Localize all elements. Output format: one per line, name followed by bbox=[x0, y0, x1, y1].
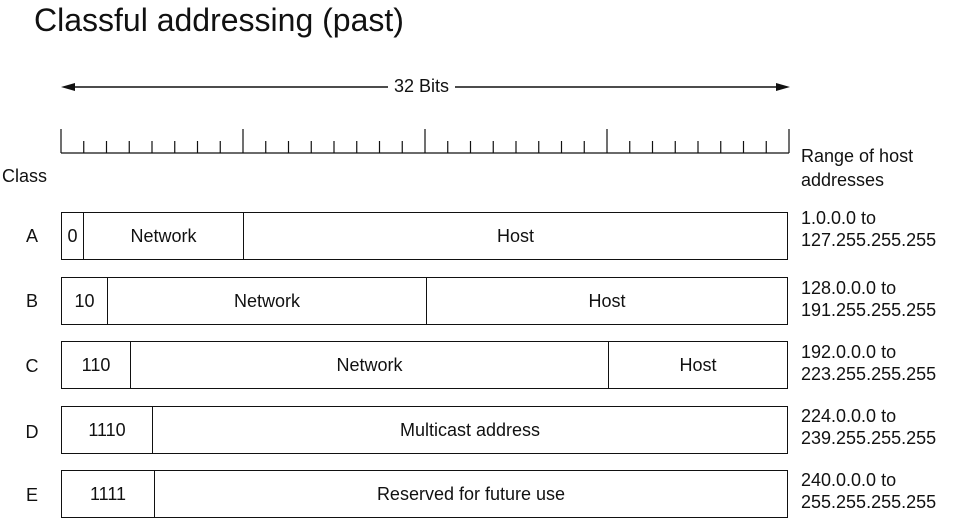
class-b-network: Network bbox=[107, 278, 426, 324]
class-d-range-to: 239.255.255.255 bbox=[801, 428, 937, 448]
class-b-range-to: 191.255.255.255 bbox=[801, 300, 937, 320]
class-a-host: Host bbox=[243, 213, 787, 259]
arrow-right-icon bbox=[776, 83, 790, 91]
class-e-range: 240.0.0.0 to 255.255.255.255 bbox=[801, 469, 936, 513]
class-b-range: 128.0.0.0 to 191.255.255.255 bbox=[801, 277, 936, 321]
class-c-format: 110 Network Host bbox=[61, 341, 788, 389]
bit-ticks bbox=[60, 129, 790, 154]
class-label-c: C bbox=[25, 356, 39, 376]
class-e-range-to: 255.255.255.255 bbox=[801, 492, 937, 512]
class-c-range-from: 192.0.0.0 to bbox=[801, 342, 897, 362]
class-b-prefix: 10 bbox=[74, 290, 95, 311]
class-b-host: Host bbox=[426, 278, 787, 324]
class-a-range: 1.0.0.0 to 127.255.255.255 bbox=[801, 207, 936, 251]
class-label-e: E bbox=[25, 485, 38, 505]
class-header: Class bbox=[2, 166, 48, 186]
arrow-left-icon bbox=[61, 83, 75, 91]
class-d-format: 1110 Multicast address bbox=[61, 406, 788, 454]
class-label-a: A bbox=[25, 226, 38, 246]
class-e-prefix: 1111 bbox=[89, 483, 127, 504]
class-d-prefix: 1110 bbox=[88, 419, 126, 440]
class-d-range-from: 224.0.0.0 to bbox=[801, 406, 897, 426]
class-c-network: Network bbox=[130, 342, 608, 388]
range-header-line-2: addresses bbox=[801, 170, 885, 190]
class-b-format: 10 Network Host bbox=[61, 277, 788, 325]
class-a-prefix: 0 bbox=[67, 225, 78, 246]
class-a-range-to: 127.255.255.255 bbox=[801, 230, 937, 250]
range-header: Range of host addresses bbox=[801, 144, 913, 192]
class-c-range: 192.0.0.0 to 223.255.255.255 bbox=[801, 341, 936, 385]
class-b-range-from: 128.0.0.0 to bbox=[801, 278, 897, 298]
page-title: Classful addressing (past) bbox=[34, 2, 404, 38]
class-d-multicast: Multicast address bbox=[152, 407, 787, 453]
class-c-host: Host bbox=[608, 342, 787, 388]
class-label-b: B bbox=[25, 291, 38, 311]
class-d-range: 224.0.0.0 to 239.255.255.255 bbox=[801, 405, 936, 449]
class-e-format: 1111 Reserved for future use bbox=[61, 470, 788, 518]
range-header-line-1: Range of host bbox=[801, 146, 914, 166]
bits-label: 32 Bits bbox=[388, 76, 456, 97]
class-e-reserved: Reserved for future use bbox=[154, 471, 787, 517]
class-c-range-to: 223.255.255.255 bbox=[801, 364, 937, 384]
class-label-d: D bbox=[25, 422, 39, 442]
class-e-range-from: 240.0.0.0 to bbox=[801, 470, 897, 490]
class-a-network: Network bbox=[83, 213, 243, 259]
class-c-prefix: 110 bbox=[81, 354, 111, 375]
class-a-format: 0 Network Host bbox=[61, 212, 788, 260]
class-a-range-from: 1.0.0.0 to bbox=[801, 208, 877, 228]
